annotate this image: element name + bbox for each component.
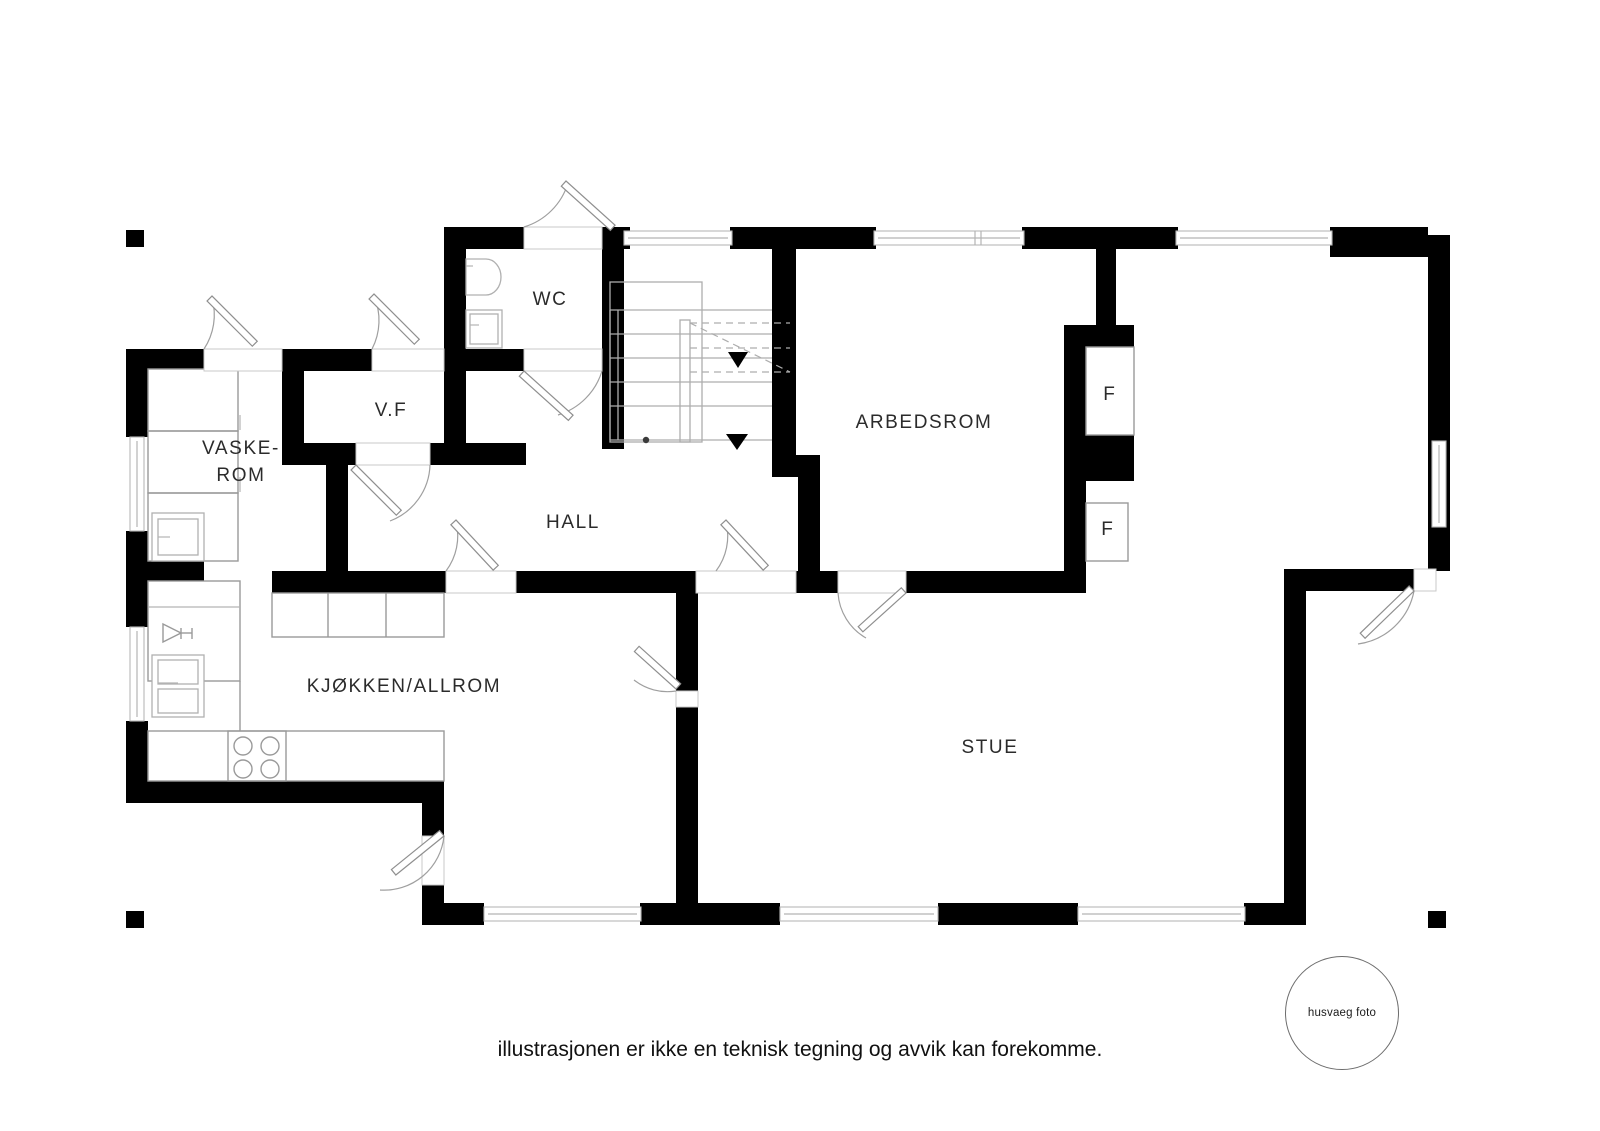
logo-badge: husvaeg foto xyxy=(1285,956,1399,1070)
disclaimer-caption: illustrasjonen er ikke en teknisk tegnin… xyxy=(497,1038,1103,1061)
door-entry-front xyxy=(379,829,445,891)
door-hall-arbedsrom xyxy=(695,519,797,594)
door-hall-kjokken xyxy=(445,519,517,594)
wc-sink xyxy=(465,309,503,349)
window-top-1 xyxy=(623,230,733,246)
room-label-hall: HALL xyxy=(546,512,600,533)
corner-marker-bottom-right xyxy=(1428,911,1446,928)
closet-label-upper: F xyxy=(1103,384,1115,405)
kitchen-sink xyxy=(162,622,193,644)
door-hall-stue xyxy=(633,645,699,708)
wc-toilet xyxy=(465,258,502,296)
room-label-stue: STUE xyxy=(961,737,1018,758)
corner-marker-top-left xyxy=(126,230,144,247)
door-arbedsrom-stue xyxy=(837,570,907,639)
door-vf-north xyxy=(368,293,445,372)
room-label-vf: V.F xyxy=(375,400,408,421)
window-bottom-1 xyxy=(483,906,642,922)
room-label-wc: WC xyxy=(533,289,568,310)
window-top-2 xyxy=(873,230,1025,246)
door-stue-terrace xyxy=(1357,568,1437,645)
door-vf-south xyxy=(350,442,431,522)
staircase xyxy=(609,281,791,450)
window-left-2 xyxy=(129,626,145,722)
closet-upper xyxy=(1085,346,1135,436)
window-bottom-2 xyxy=(779,906,939,922)
closet-label-lower: F xyxy=(1101,519,1113,540)
window-bottom-3 xyxy=(1077,906,1246,922)
room-label-vaskerom-line2: ROM xyxy=(216,465,265,486)
closet-lower xyxy=(1085,502,1129,562)
vaskerom-washing-machine xyxy=(151,512,205,562)
room-label-vaskerom-line1: VASKE- xyxy=(202,438,280,459)
kitchen-refrigerator xyxy=(151,654,205,718)
exterior-walls xyxy=(126,227,1450,925)
window-left-1 xyxy=(129,436,145,532)
window-top-3 xyxy=(1175,230,1333,246)
room-label-kjokken-allrom: KJØKKEN/ALLROM xyxy=(307,676,502,697)
kitchen-counter-bottom xyxy=(147,681,445,782)
corner-marker-bottom-left xyxy=(126,911,144,928)
door-vaskerom xyxy=(203,295,283,372)
door-wc-north xyxy=(523,180,616,250)
kitchen-stove xyxy=(227,730,287,782)
window-right-1 xyxy=(1431,440,1447,528)
room-label-arbedsrom: ARBEDSROM xyxy=(856,412,993,433)
kitchen-upper-cabinets xyxy=(271,592,445,638)
door-wc-south xyxy=(518,348,603,422)
logo-text: husvaeg foto xyxy=(1307,1007,1377,1019)
